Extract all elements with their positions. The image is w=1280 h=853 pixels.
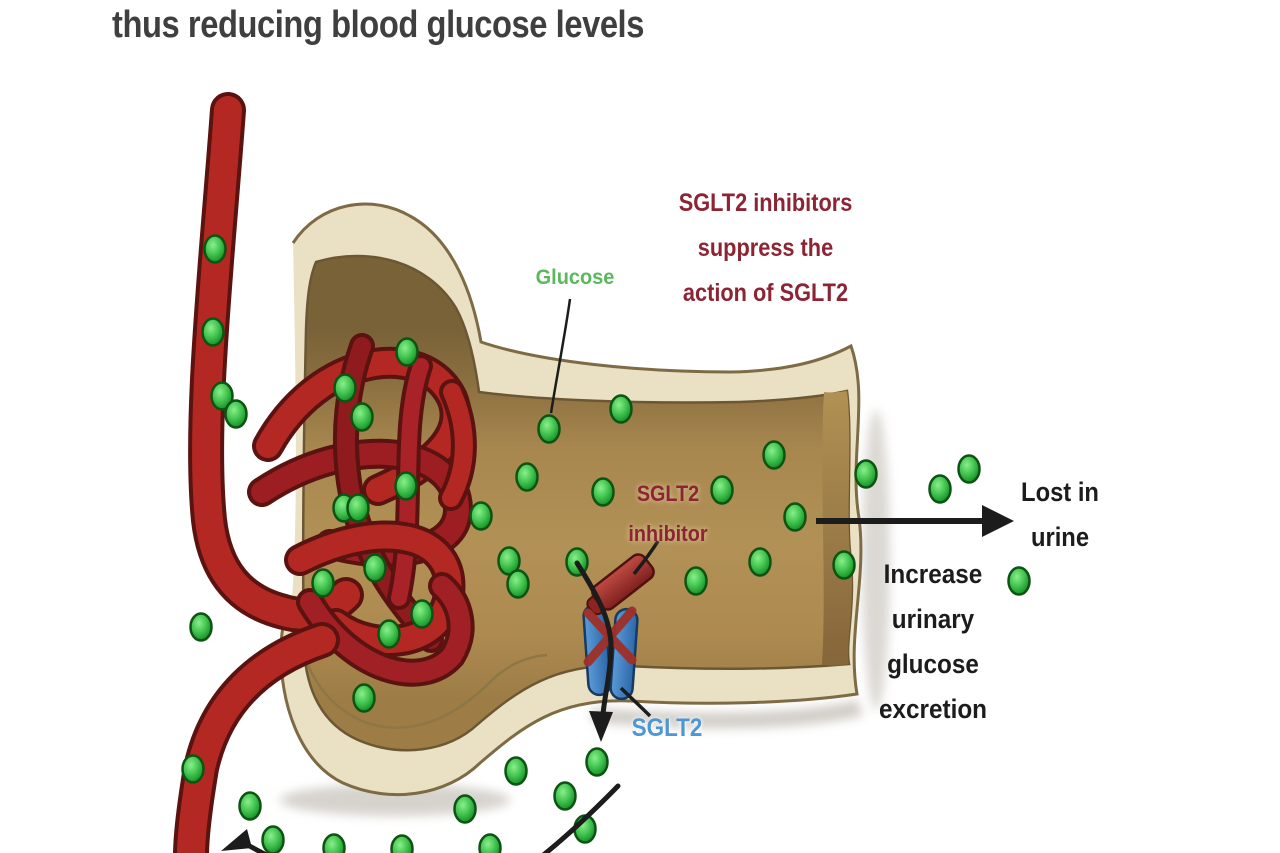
glucose-dot xyxy=(585,747,609,777)
glucose-dot xyxy=(410,599,434,629)
heading-line-2: suppress the xyxy=(697,234,834,262)
glucose-dot xyxy=(346,493,370,523)
glucose-dot xyxy=(322,833,346,853)
glucose-dot xyxy=(609,394,633,424)
urine-flow-curve-right xyxy=(541,783,621,853)
glucose-dot xyxy=(395,337,419,367)
glucose-dot xyxy=(363,553,387,583)
glucose-dot xyxy=(1007,566,1031,596)
glucose-dot xyxy=(854,459,878,489)
sglt2-inhibitor-label: SGLT2 inhibitor xyxy=(618,474,719,554)
glucose-dot xyxy=(333,373,357,403)
sglt2-heading-label: SGLT2 inhibitors suppress the action of … xyxy=(655,181,877,316)
glucose-label: Glucose xyxy=(535,266,615,289)
heading-line-1: SGLT2 inhibitors xyxy=(678,189,853,217)
glucose-dot xyxy=(537,414,561,444)
glucose-dot xyxy=(553,781,577,811)
glucose-dot xyxy=(390,834,414,853)
glucose-pointer-line xyxy=(549,298,572,414)
glucose-dot xyxy=(203,234,227,264)
glucose-dot xyxy=(504,756,528,786)
glucose-dot xyxy=(210,381,234,411)
glucose-dot xyxy=(832,550,856,580)
lost-in-urine-arrowhead xyxy=(982,505,1014,537)
glucose-dot xyxy=(201,317,225,347)
lost-line-2: urine xyxy=(1030,522,1090,552)
capsule-inner-membrane xyxy=(295,611,548,729)
increase-line-3: glucose xyxy=(887,649,979,679)
glucose-dot xyxy=(311,568,335,598)
inhibitor-line-1: SGLT2 xyxy=(636,481,700,506)
glucose-dot xyxy=(478,833,502,853)
glucose-dot xyxy=(350,402,374,432)
glucose-dot xyxy=(783,502,807,532)
tubule-wall-outline xyxy=(279,202,863,797)
glucose-dot xyxy=(469,501,493,531)
glucose-dot xyxy=(261,825,285,853)
inhibitor-pointer-line xyxy=(632,540,660,576)
lost-line-1: Lost in xyxy=(1021,477,1099,507)
sglt2-channel-label: SGLT2 xyxy=(631,714,703,742)
glucose-dot xyxy=(453,794,477,824)
glucose-dot xyxy=(224,399,248,429)
glucose-dot xyxy=(506,569,530,599)
annotation-lines xyxy=(221,298,1014,853)
glucose-dot xyxy=(377,619,401,649)
lost-in-urine-label: Lost in urine xyxy=(1007,470,1113,560)
page-title: thus reducing blood glucose levels xyxy=(112,4,644,46)
glucose-dots-layer xyxy=(181,234,1031,853)
increase-line-1: Increase xyxy=(883,559,983,589)
glucose-dot xyxy=(710,475,734,505)
increase-excretion-label: Increase urinary glucose excretion xyxy=(870,552,996,732)
soft-shadows xyxy=(280,410,890,816)
glucose-dot xyxy=(928,474,952,504)
glucose-dot xyxy=(181,754,205,784)
inhibitor-line-2: inhibitor xyxy=(628,521,708,546)
glucose-dot xyxy=(515,462,539,492)
glucose-dot xyxy=(957,454,981,484)
increase-line-4: excretion xyxy=(878,694,988,724)
glucose-dot xyxy=(238,791,262,821)
heading-line-3: action of SGLT2 xyxy=(682,279,849,307)
tubule-cut-face xyxy=(822,391,852,666)
increase-line-2: urinary xyxy=(891,604,975,634)
glucose-dot xyxy=(394,471,418,501)
glucose-exit-arrowhead xyxy=(589,711,613,742)
glucose-dot xyxy=(189,612,213,642)
glucose-dot xyxy=(762,440,786,470)
glucose-dot xyxy=(591,477,615,507)
glucose-dot xyxy=(748,547,772,577)
glucose-exit-arrow xyxy=(574,560,614,717)
urine-flow-arrowhead xyxy=(221,829,252,851)
glucose-dot xyxy=(352,683,376,713)
channel-pointer-line xyxy=(619,686,652,718)
glucose-dot xyxy=(684,566,708,596)
